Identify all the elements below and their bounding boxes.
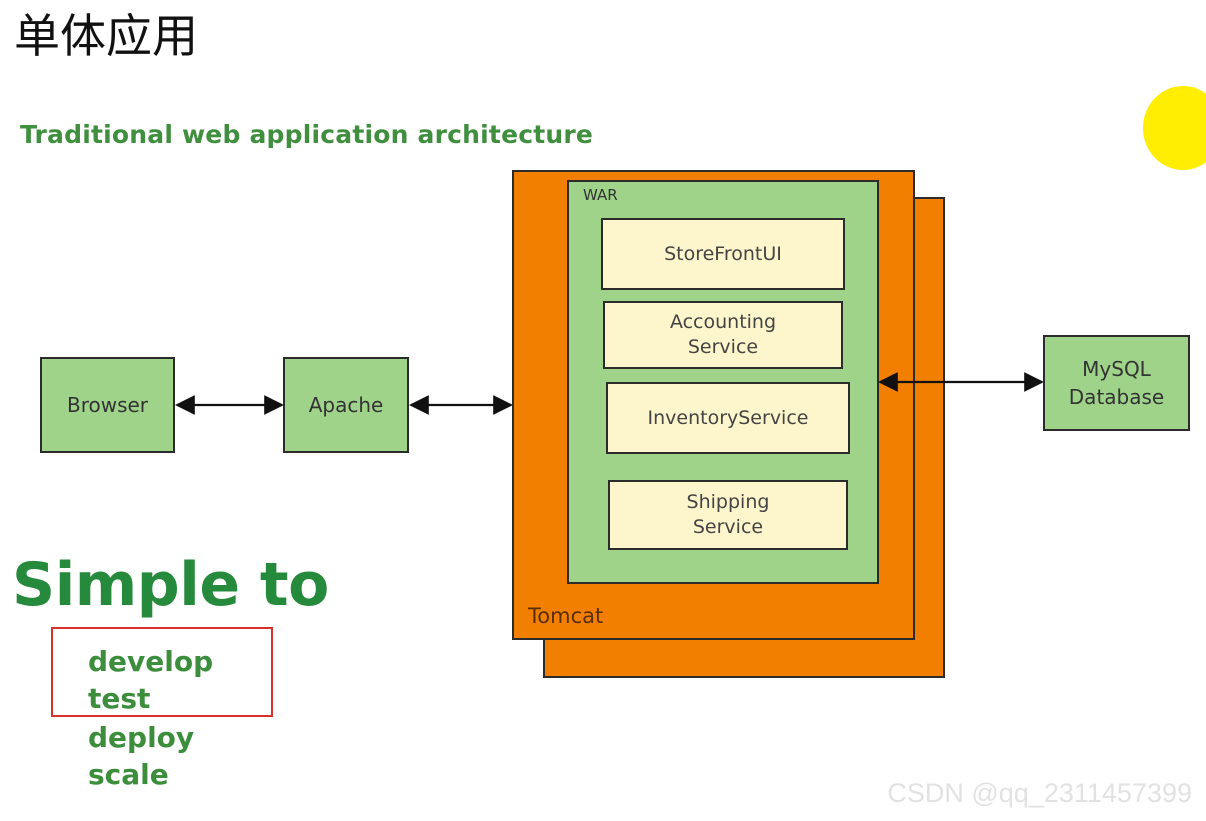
benefit-scale: scale (88, 758, 169, 791)
storefront-ui-module: StoreFrontUI (601, 218, 845, 290)
cursor-highlight (1143, 86, 1206, 170)
diagram-subtitle: Traditional web application architecture (20, 120, 594, 149)
accounting-service-module: Accounting Service (603, 301, 843, 369)
mysql-database-node: MySQL Database (1043, 335, 1190, 431)
tomcat-label: Tomcat (528, 604, 604, 628)
browser-node: Browser (40, 357, 175, 453)
slide-title: 单体应用 (14, 9, 198, 63)
benefit-deploy: deploy (88, 721, 195, 754)
benefit-test: test (88, 682, 151, 715)
simple-to-heading: Simple to (12, 550, 329, 620)
benefit-develop: develop (88, 645, 214, 678)
watermark: CSDN @qq_2311457399 (887, 778, 1192, 808)
inventory-service-module: InventoryService (606, 382, 850, 454)
apache-node: Apache (283, 357, 409, 453)
shipping-service-module: Shipping Service (608, 480, 848, 550)
war-label: WAR (583, 186, 618, 204)
highlight-rectangle (51, 627, 273, 717)
